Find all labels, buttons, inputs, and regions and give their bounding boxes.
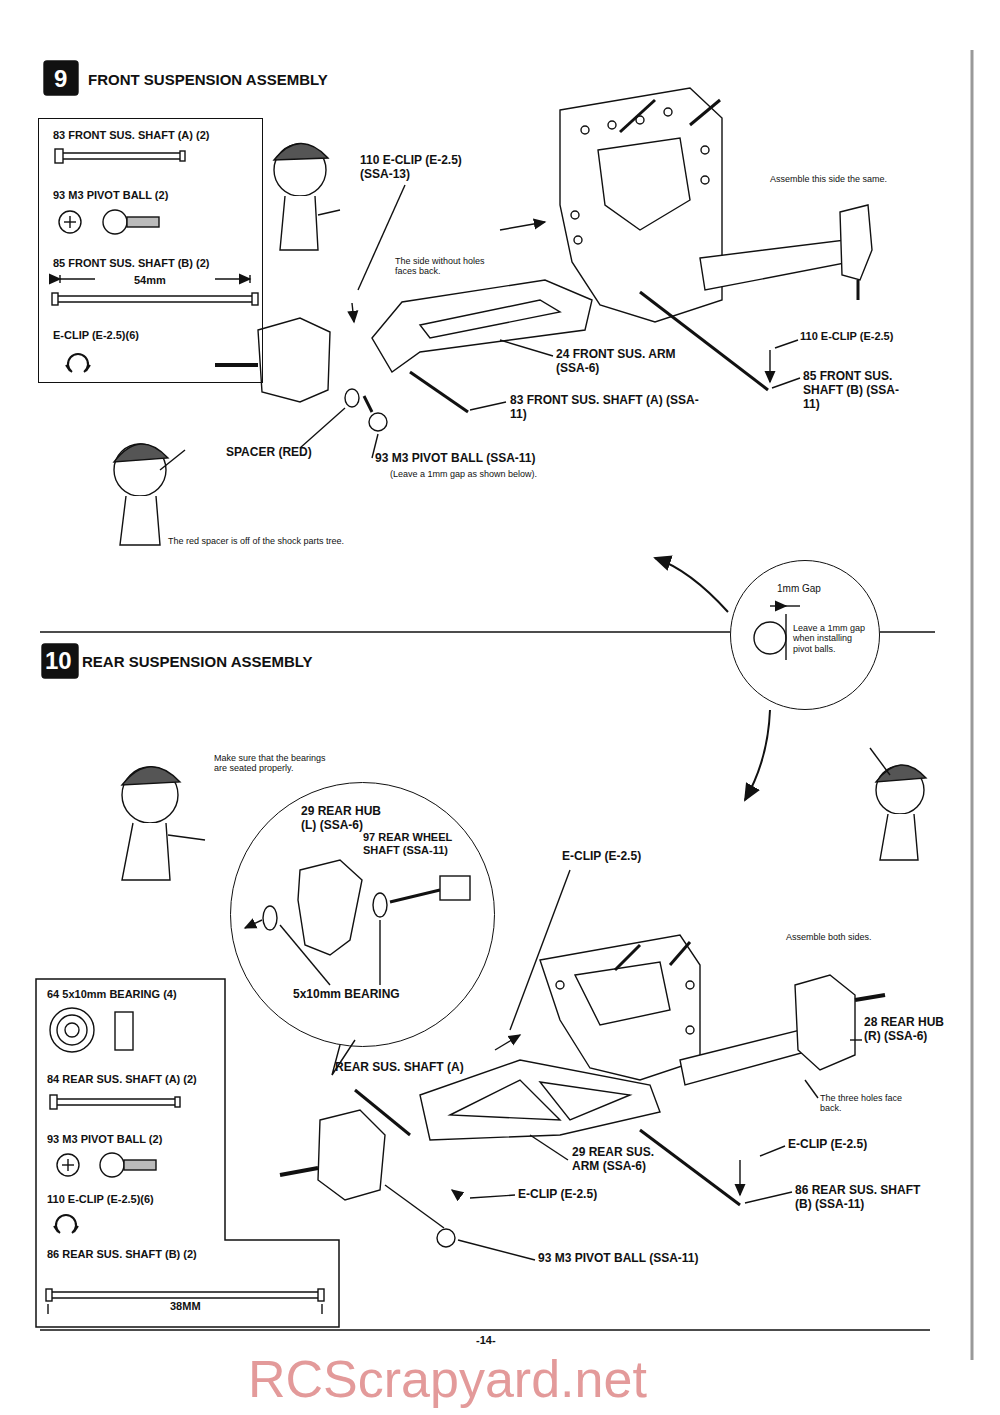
detail-callout-circle: 1mm GapLeave a 1mm gap when installing p…	[730, 560, 880, 710]
part-text: 83 FRONT SUS. SHAFT (A) (2)	[53, 129, 209, 142]
callout-label: 86 REAR SUS. SHAFT (B) (SSA-11)	[795, 1184, 927, 1212]
watermark: RCScrapyard.net	[248, 1350, 647, 1410]
callout-label: E-CLIP (E-2.5)	[518, 1188, 597, 1202]
callout-label: -14-	[476, 1334, 496, 1347]
part-text: 29 REAR HUB (L) (SSA-6)	[301, 805, 383, 833]
parts-list-box: 64 5x10mm BEARING (4) 84 REAR SUS. SHAFT …	[35, 978, 340, 1328]
part-text: 5x10mm BEARING	[293, 988, 443, 1002]
callout-label: 85 FRONT SUS. SHAFT (B) (SSA-11)	[803, 370, 915, 411]
part-text: 64 5x10mm BEARING (4)	[47, 988, 177, 1001]
callout-label: The three holes face back.	[820, 1093, 912, 1114]
part-text: E-CLIP (E-2.5)(6)	[53, 329, 139, 342]
callout-label: Assemble this side the same.	[770, 174, 887, 184]
callout-label: Make sure that the bearings are seated p…	[214, 753, 332, 774]
parts-list-box: 83 FRONT SUS. SHAFT (A) (2) 93 M3 PIVOT B…	[38, 118, 263, 383]
callout-label: (Leave a 1mm gap as shown below).	[390, 469, 537, 479]
callout-label: The side without holes faces back.	[395, 256, 491, 277]
callout-label: 29 REAR SUS. ARM (SSA-6)	[572, 1146, 684, 1174]
part-text: 84 REAR SUS. SHAFT (A) (2)	[47, 1073, 197, 1086]
callout-label: E-CLIP (E-2.5)	[788, 1138, 867, 1152]
part-text: 86 REAR SUS. SHAFT (B) (2)	[47, 1248, 197, 1261]
callout-label: 110 E-CLIP (E-2.5) (SSA-13)	[360, 154, 472, 182]
part-text: 1mm Gap	[777, 583, 821, 595]
part-text: Leave a 1mm gap when installing pivot ba…	[793, 623, 871, 654]
callout-label: REAR SUS. SHAFT (A)	[335, 1061, 464, 1075]
detail-callout-circle: 29 REAR HUB (L) (SSA-6)97 REAR WHEEL SHA…	[230, 782, 495, 1047]
callout-label: 24 FRONT SUS. ARM (SSA-6)	[556, 348, 706, 376]
section-number: 9	[54, 65, 67, 93]
part-text: 97 REAR WHEEL SHAFT (SSA-11)	[363, 831, 463, 856]
callout-label: SPACER (RED)	[226, 446, 312, 460]
callout-label: E-CLIP (E-2.5)	[562, 850, 641, 864]
callout-label: 83 FRONT SUS. SHAFT (A) (SSA-11)	[510, 394, 710, 422]
parts-list-outline	[35, 978, 340, 1328]
part-text: 93 M3 PIVOT BALL (2)	[53, 189, 168, 202]
callout-label: Assemble both sides.	[786, 932, 872, 942]
callout-label: 93 M3 PIVOT BALL (SSA-11)	[538, 1252, 698, 1266]
callout-label: 93 M3 PIVOT BALL (SSA-11)	[375, 452, 535, 466]
callout-label: The red spacer is off of the shock parts…	[168, 536, 344, 546]
part-text: 85 FRONT SUS. SHAFT (B) (2)	[53, 257, 209, 270]
part-text: 93 M3 PIVOT BALL (2)	[47, 1133, 162, 1146]
section-heading: FRONT SUSPENSION ASSEMBLY	[88, 71, 328, 88]
part-text: 38MM	[170, 1300, 201, 1313]
callout-label: 28 REAR HUB (R) (SSA-6)	[864, 1016, 949, 1044]
callout-label: REAR SUSPENSION ASSEMBLY	[82, 653, 313, 670]
section-number: 10	[45, 647, 72, 675]
callout-label: 110 E-CLIP (E-2.5)	[800, 330, 893, 343]
part-text: 110 E-CLIP (E-2.5)(6)	[47, 1193, 154, 1206]
part-text: 54mm	[134, 274, 166, 287]
